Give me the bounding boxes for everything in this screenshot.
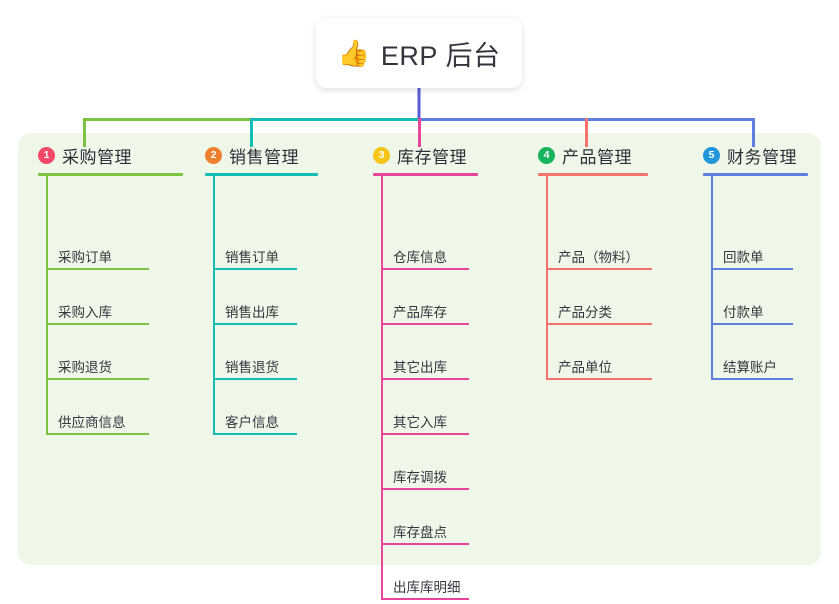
branch-spine [546,176,548,378]
branch-title: 产品管理 [562,147,632,167]
branch-title: 销售管理 [229,147,299,167]
leaf-node-label[interactable]: 产品单位 [558,360,612,375]
branch-number-badge: 2 [205,146,222,164]
leaf-node-underline [381,323,469,325]
leaf-node-underline [213,433,297,435]
branch-number-badge: 3 [373,146,390,164]
mindmap-canvas: 👍 ERP 后台 1 采购管理 采购订单采购入库采购退货供应商信息 2 销售管理… [18,18,821,600]
leaf-node-label[interactable]: 结算账户 [723,360,777,375]
branch-column-finance: 5 财务管理 回款单付款单结算账户 [703,143,808,384]
branch-header[interactable]: 2 销售管理 [205,143,318,167]
leaf-node-underline [711,378,793,380]
branch-column-inventory: 3 库存管理 仓库信息产品库存其它出库其它入库库存调拨库存盘点出库库明细 [373,143,478,604]
leaf-node-label[interactable]: 其它出库 [393,360,447,375]
leaf-node-label[interactable]: 客户信息 [225,415,279,430]
leaf-node-label[interactable]: 付款单 [723,305,764,320]
leaf-node-label[interactable]: 回款单 [723,250,764,265]
branch-title: 库存管理 [397,147,467,167]
branch-number-badge: 4 [538,146,555,164]
leaf-node-underline [711,323,793,325]
leaf-node-label[interactable]: 库存盘点 [393,525,447,540]
leaf-node-underline [213,323,297,325]
leaf-node-label[interactable]: 销售退货 [225,360,279,375]
leaf-node-underline [546,378,652,380]
leaf-node-underline [213,268,297,270]
branch-spine [381,176,383,598]
leaf-node-label[interactable]: 采购订单 [58,250,112,265]
branch-underline [38,173,183,176]
branch-underline [538,173,648,176]
leaf-node-underline [381,543,469,545]
root-node-content: 👍 ERP 后台 [338,34,501,73]
branch-title: 采购管理 [62,147,132,167]
branch-column-sales: 2 销售管理 销售订单销售出库销售退货客户信息 [205,143,318,439]
branch-items: 销售订单销售出库销售退货客户信息 [205,176,318,439]
leaf-node-underline [381,268,469,270]
leaf-node-label[interactable]: 其它入库 [393,415,447,430]
leaf-node-label[interactable]: 供应商信息 [58,415,126,430]
leaf-node-underline [711,268,793,270]
branch-title: 财务管理 [727,147,797,167]
branch-underline [703,173,808,176]
leaf-node-underline [46,323,149,325]
leaf-node-underline [381,598,469,600]
branch-items: 回款单付款单结算账户 [703,176,808,384]
leaf-node-underline [546,323,652,325]
branch-header[interactable]: 4 产品管理 [538,143,648,167]
branch-items: 仓库信息产品库存其它出库其它入库库存调拨库存盘点出库库明细 [373,176,478,604]
branch-underline [205,173,318,176]
leaf-node-underline [381,433,469,435]
branch-header[interactable]: 3 库存管理 [373,143,478,167]
thumbs-up-icon: 👍 [337,38,370,68]
leaf-node-underline [381,378,469,380]
leaf-node-label[interactable]: 产品库存 [393,305,447,320]
leaf-node-label[interactable]: 采购退货 [58,360,112,375]
branch-items: 产品（物料） 产品分类产品单位 [538,176,652,384]
leaf-node-label[interactable]: 销售订单 [225,250,279,265]
leaf-node-label[interactable]: 销售出库 [225,305,279,320]
branch-header[interactable]: 5 财务管理 [703,143,808,167]
leaf-node-label[interactable]: 产品（物料） [558,250,639,265]
branch-header[interactable]: 1 采购管理 [38,143,183,167]
leaf-node-label[interactable]: 库存调拨 [393,470,447,485]
branch-spine [213,176,215,433]
leaf-node-label[interactable]: 产品分类 [558,305,612,320]
root-node[interactable]: 👍 ERP 后台 [316,18,522,88]
leaf-node-label[interactable]: 出库库明细 [393,580,461,595]
branches-panel [18,133,821,565]
leaf-node-underline [546,268,652,270]
leaf-node-label[interactable]: 采购入库 [58,305,112,320]
root-node-label: ERP 后台 [380,40,501,71]
leaf-node-label[interactable]: 仓库信息 [393,250,447,265]
branch-spine [711,176,713,378]
leaf-node-underline [46,378,149,380]
branch-underline [373,173,478,176]
leaf-node-underline [46,433,149,435]
branch-spine [46,176,48,433]
branch-column-purchasing: 1 采购管理 采购订单采购入库采购退货供应商信息 [38,143,183,439]
leaf-node-underline [46,268,149,270]
branch-number-badge: 5 [703,146,720,164]
leaf-node-underline [381,488,469,490]
branch-number-badge: 1 [38,146,55,164]
leaf-node-underline [213,378,297,380]
branch-items: 采购订单采购入库采购退货供应商信息 [38,176,183,439]
branch-column-product: 4 产品管理 产品（物料） 产品分类产品单位 [538,143,652,384]
